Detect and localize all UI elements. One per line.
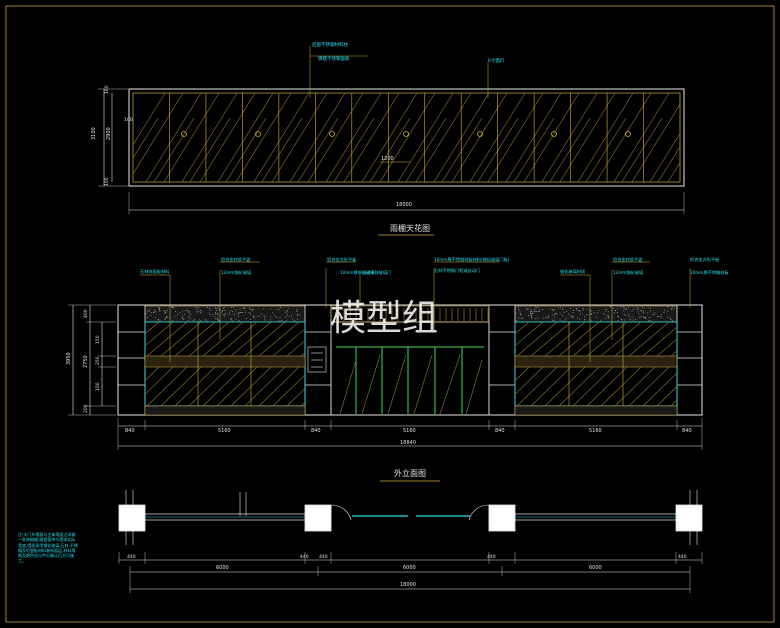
dim-150-lower: 150 bbox=[95, 382, 101, 391]
note-auto-door: 自动平移玻璃门 bbox=[362, 269, 391, 276]
title-facade-elevation: 外立面图 bbox=[394, 468, 426, 478]
note-aluminium-cap-right: 铝合金材质平盖 bbox=[613, 256, 642, 263]
canopy-ceiling-plan bbox=[98, 46, 685, 236]
door-swing-left bbox=[330, 504, 352, 521]
dim-2900: 2900 bbox=[106, 127, 112, 140]
dim-440-5: 440 bbox=[678, 554, 687, 560]
dim-400: 400 bbox=[83, 309, 89, 318]
dim-100-bottom: 100 bbox=[104, 177, 110, 186]
dim-100-inner: 100 bbox=[124, 117, 133, 123]
dim-440-1: 440 bbox=[127, 554, 136, 560]
note-glass-12mm-right: 12mm钢化玻璃 bbox=[613, 269, 643, 276]
dim-18000-plan: 18000 bbox=[400, 582, 416, 588]
floor-plan bbox=[118, 490, 703, 593]
note-glass-material: 钢化玻璃材质 bbox=[560, 268, 585, 275]
notes-text: 注:大门外墙面与主体墙面之间做一条伸缩缝,缝宽保持与墙体实际宽度,墙面采用钢化玻… bbox=[18, 532, 78, 564]
note-aluminium-plate-mid: 铝合金方形平板 bbox=[327, 256, 357, 263]
note-stone-panel: 石材饰面板材料 bbox=[140, 268, 170, 275]
canopy-inner-outline bbox=[132, 92, 681, 183]
dim-3950: 3950 bbox=[66, 352, 72, 365]
facade-elevation bbox=[68, 261, 703, 482]
dim-6000-2: 6000 bbox=[403, 565, 416, 571]
canopy-outline bbox=[128, 88, 685, 187]
dim-200: 200 bbox=[83, 404, 89, 413]
canopy-panel-divisions bbox=[169, 93, 644, 182]
dim-3100: 3100 bbox=[91, 127, 97, 140]
dim-100-top: 100 bbox=[104, 85, 110, 94]
dim-840-3: 840 bbox=[495, 428, 505, 434]
dim-2750: 2750 bbox=[83, 355, 89, 368]
entrance-transom bbox=[330, 305, 490, 323]
note-steel-door-panel: 10mm厚不锈钢材板材料(钢化玻璃门板) bbox=[434, 256, 510, 263]
note-steel-panel: 镀膜不锈钢面板 bbox=[318, 55, 350, 62]
notes-block: 注:大门外墙面与主体墙面之间做一条伸缩缝,缝宽保持与墙体实际宽度,墙面采用钢化玻… bbox=[18, 532, 78, 564]
door-swing-right bbox=[468, 504, 490, 521]
mid-band-right bbox=[514, 355, 678, 368]
note-steel-column: 后面不锈钢材料柱 bbox=[312, 41, 348, 48]
dim-440-3: 440 bbox=[319, 554, 328, 560]
note-glass-12mm-left: 12mm钢化玻璃 bbox=[221, 269, 251, 276]
dim-5160-1: 5160 bbox=[218, 428, 231, 434]
dim-6000-3: 6000 bbox=[589, 565, 602, 571]
canopy-glass-hatch bbox=[132, 92, 681, 183]
stone-band-left bbox=[144, 305, 306, 323]
dim-440-2: 440 bbox=[300, 554, 309, 560]
glass-mullions bbox=[197, 322, 624, 406]
dim-840-1: 840 bbox=[125, 428, 135, 434]
dim-150-upper: 150 bbox=[95, 335, 101, 344]
sliding-glass-doors bbox=[336, 346, 484, 414]
watermark: 模型组 bbox=[330, 298, 438, 339]
dim-6000-1: 6000 bbox=[216, 565, 229, 571]
dim-250: 250 bbox=[95, 356, 101, 365]
note-aluminium-cap-left: 铝合金材质平盖 bbox=[221, 256, 250, 263]
stone-texture bbox=[145, 306, 676, 415]
dim-440-4: 440 bbox=[487, 554, 496, 560]
note-downlight: 6寸面灯 bbox=[488, 57, 505, 64]
elevation-leaders bbox=[140, 261, 691, 362]
drawing-frame bbox=[5, 5, 775, 623]
mid-band-left bbox=[144, 355, 306, 368]
dim-1200: 1200 bbox=[381, 156, 394, 162]
elevation-glass-hatch bbox=[144, 321, 678, 407]
sign-plate bbox=[307, 346, 327, 373]
title-canopy-ceiling: 雨棚天花图 bbox=[390, 223, 430, 233]
dim-18000-top: 18000 bbox=[396, 202, 412, 208]
note-door-frame: 石材不锈钢门框或自动门 bbox=[434, 267, 480, 274]
note-glass-10mm-mid: 10mm厚钢化玻璃 bbox=[340, 269, 374, 276]
note-aluminium-plate-right: 铝合金方形平板 bbox=[690, 256, 720, 263]
note-steel-10mm-right: 10mm厚不锈钢材板 bbox=[690, 269, 729, 276]
plan-walls bbox=[125, 490, 698, 545]
dim-5160-3: 5160 bbox=[589, 428, 602, 434]
dim-840-2: 840 bbox=[311, 428, 321, 434]
plan-columns bbox=[118, 504, 703, 532]
dim-5160-2: 5160 bbox=[403, 428, 416, 434]
downlight-markers bbox=[181, 131, 631, 137]
dim-840-4: 840 bbox=[682, 428, 692, 434]
dim-18840: 18840 bbox=[400, 440, 416, 446]
